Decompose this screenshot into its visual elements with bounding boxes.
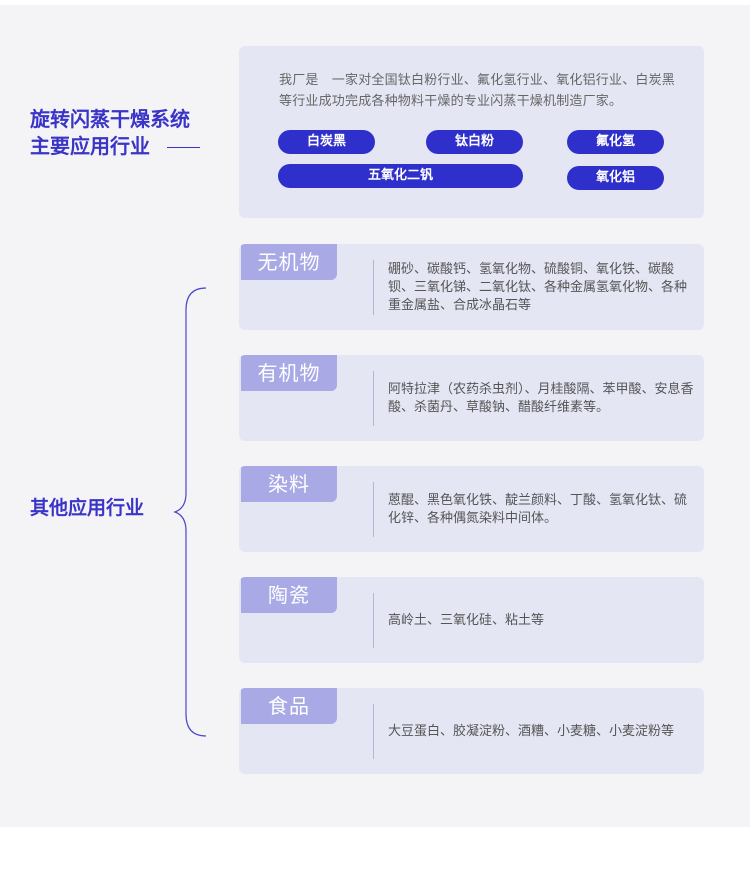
pill-hydrogen-fluoride: 氟化氢 (567, 130, 664, 154)
category-divider (373, 704, 374, 759)
pill-alumina: 氧化铝 (567, 166, 664, 190)
category-divider (373, 482, 374, 537)
category-card-dyes: 染料 蒽醌、黑色氧化铁、靛兰颜料、丁酸、氢氧化钛、硫化锌、各种偶氮染料中间体。 (239, 466, 704, 552)
curly-bracket (173, 287, 207, 737)
pill-white-carbon-black: 白炭黑 (278, 130, 375, 154)
intro-text: 我厂是 一家对全国钛白粉行业、氟化氢行业、氧化铝行业、白炭黑等行业成功完成各种物… (279, 73, 676, 109)
category-description: 蒽醌、黑色氧化铁、靛兰颜料、丁酸、氢氧化钛、硫化锌、各种偶氮染料中间体。 (388, 493, 688, 526)
category-divider (373, 593, 374, 648)
category-tag: 食品 (241, 688, 337, 724)
category-tag: 染料 (241, 466, 337, 502)
category-divider (373, 371, 374, 426)
category-card-inorganic: 无机物 硼砂、碳酸钙、氢氧化物、硫酸铜、氧化铁、碳酸钡、三氧化锑、二氧化钛、各种… (239, 244, 704, 330)
pill-titanium-dioxide: 钛白粉 (426, 130, 523, 154)
category-description: 大豆蛋白、胶凝淀粉、酒糟、小麦糖、小麦淀粉等 (388, 724, 675, 739)
category-card-food: 食品 大豆蛋白、胶凝淀粉、酒糟、小麦糖、小麦淀粉等 (239, 688, 704, 774)
main-application-heading: 旋转闪蒸干燥系统 主要应用行业 (30, 106, 230, 160)
category-tag: 有机物 (241, 355, 337, 391)
other-industries-heading: 其他应用行业 (30, 497, 145, 519)
category-description: 阿特拉津（农药杀虫剂）、月桂酸隔、苯甲酸、安息香酸、杀菌丹、草酸钠、醋酸纤维素等… (388, 382, 694, 415)
main-heading-line-2: 主要应用行业 (30, 134, 150, 158)
category-tag: 陶瓷 (241, 577, 337, 613)
category-description: 高岭土、三氧化硅、粘土等 (388, 613, 545, 628)
intro-card: 我厂是 一家对全国钛白粉行业、氟化氢行业、氧化铝行业、白炭黑等行业成功完成各种物… (239, 46, 704, 218)
main-heading-line-1: 旋转闪蒸干燥系统 (30, 107, 190, 131)
heading-rule (167, 147, 200, 148)
category-tag: 无机物 (241, 244, 337, 280)
category-card-ceramics: 陶瓷 高岭土、三氧化硅、粘土等 (239, 577, 704, 663)
category-card-organic: 有机物 阿特拉津（农药杀虫剂）、月桂酸隔、苯甲酸、安息香酸、杀菌丹、草酸钠、醋酸… (239, 355, 704, 441)
category-description: 硼砂、碳酸钙、氢氧化物、硫酸铜、氧化铁、碳酸钡、三氧化锑、二氧化钛、各种金属氢氧… (388, 262, 688, 313)
category-divider (373, 260, 374, 315)
pill-vanadium-pentoxide: 五氧化二钒 (278, 164, 523, 188)
